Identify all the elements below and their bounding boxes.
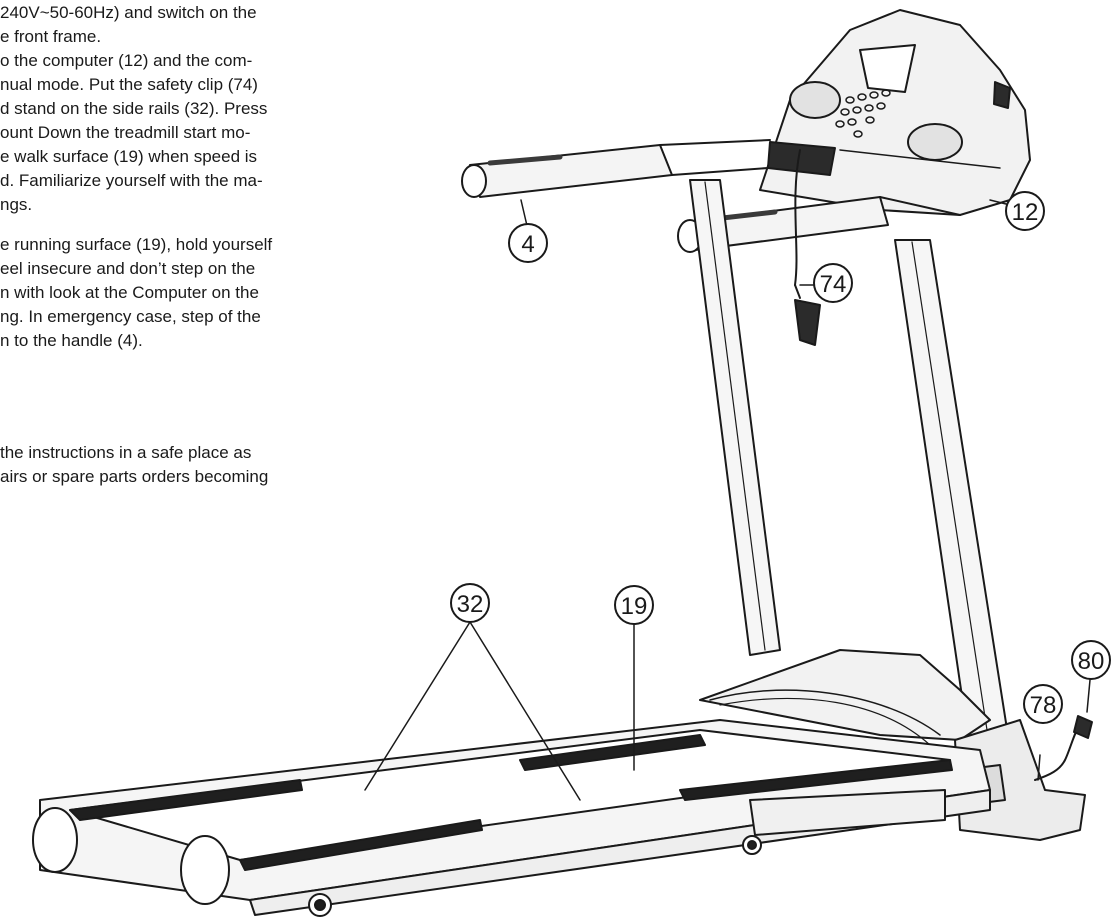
callout-label: 19 [621,593,648,620]
callout-12: 12 [1005,191,1045,231]
text-line: nual mode. Put the safety clip (74) [0,75,258,94]
text-line: ngs. [0,195,33,214]
power-cord [1034,715,1093,781]
uprights [689,179,1016,786]
callout-78: 78 [1023,684,1063,724]
text-line: the instructions in a safe place as [0,443,252,462]
text-line: e walk surface (19) when speed is [0,147,258,166]
text-line: ount Down the treadmill start mo- [0,123,251,142]
text-line: ng. In emergency case, step of the [0,307,261,326]
text-line: e running surface (19), hold yourself [0,235,273,254]
text-line: d. Familiarize yourself with the ma- [0,171,263,190]
callout-label: 74 [820,271,847,298]
text-line: n to the handle (4). [0,331,143,350]
text-line: e front frame. [0,27,102,46]
computer-console [759,9,1031,216]
text-line: airs or spare parts orders becoming [0,467,269,486]
callout-label: 80 [1078,648,1105,675]
text-line: eel insecure and don’t step on the [0,259,256,278]
callout-label: 4 [521,231,534,258]
callout-label: 78 [1030,692,1057,719]
callout-32: 32 [450,583,490,623]
text-line: 240V~50-60Hz) and switch on the [0,3,257,22]
callout-4: 4 [508,223,548,263]
handle-bars [461,139,961,253]
callout-label: 12 [1012,199,1039,226]
motor-cover [699,649,991,746]
safety-clip [794,149,821,346]
treadmill-deck [32,719,991,917]
callout-80: 80 [1071,640,1111,680]
text-line: n with look at the Computer on the [0,283,259,302]
callout-19: 19 [614,585,654,625]
text-line: d stand on the side rails (32). Press [0,99,268,118]
callout-label: 32 [457,591,484,618]
text-line: o the computer (12) and the com- [0,51,253,70]
console-buttons [835,89,891,138]
callout-74: 74 [813,263,853,303]
